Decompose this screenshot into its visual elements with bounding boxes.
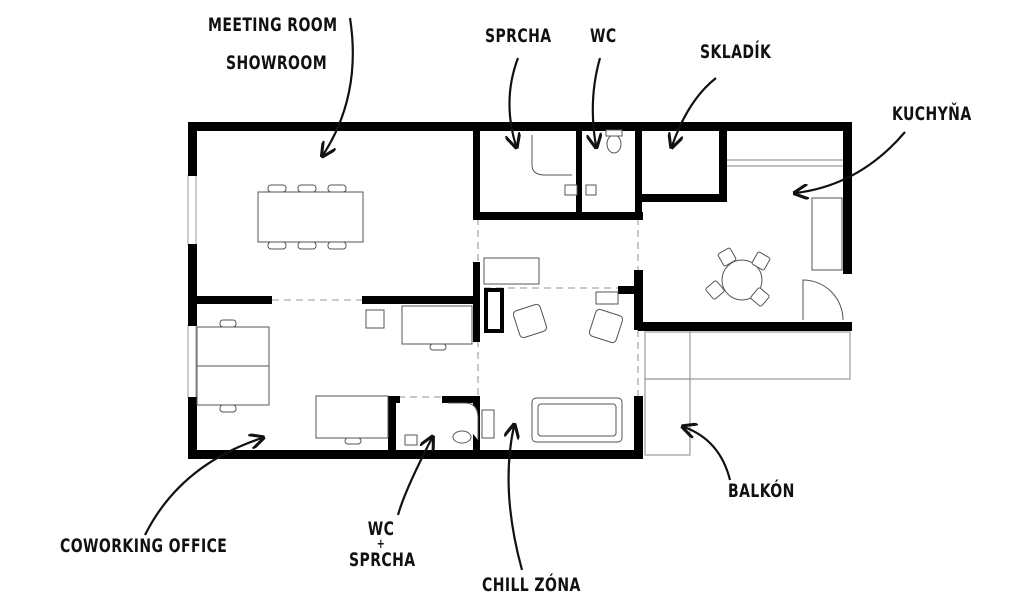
- arrow-coworking: [144, 438, 262, 536]
- balcony-outline: [644, 159, 851, 456]
- label-showroom: SHOWROOM: [226, 52, 328, 74]
- label-balkon: BALKÓN: [728, 480, 795, 502]
- label-wc-sprcha-plus: +: [376, 537, 386, 552]
- arrow-kuchyna: [796, 131, 906, 193]
- walls: [188, 122, 852, 459]
- label-kuchyna: KUCHYŇA: [892, 103, 972, 125]
- label-wc: WC: [590, 25, 617, 47]
- arrow-sprcha: [509, 57, 518, 146]
- windows: [187, 175, 197, 398]
- arrow-balkon: [684, 427, 732, 481]
- dashed-dividers: [272, 218, 639, 398]
- label-wc-sprcha-line1: WC: [367, 518, 395, 540]
- label-wc-sprcha: WC + SPRCHA: [349, 518, 416, 571]
- arrow-chill: [509, 426, 524, 571]
- label-coworking-office: COWORKING OFFICE: [60, 535, 228, 557]
- furniture: [196, 129, 844, 446]
- label-skladik: SKLADÍK: [700, 41, 772, 63]
- arrow-meeting-room: [323, 17, 354, 155]
- label-arrows: [144, 17, 906, 571]
- label-chill-zona: CHILL ZÓNA: [482, 574, 581, 596]
- label-sprcha: SPRCHA: [485, 25, 552, 47]
- label-wc-sprcha-line2: SPRCHA: [349, 549, 416, 571]
- arrow-skladik: [672, 77, 717, 146]
- label-meeting-room: MEETING ROOM: [208, 14, 338, 36]
- arrow-wc: [593, 57, 600, 146]
- arrow-wc-sprcha: [396, 438, 432, 516]
- meeting-chairs: [267, 184, 347, 250]
